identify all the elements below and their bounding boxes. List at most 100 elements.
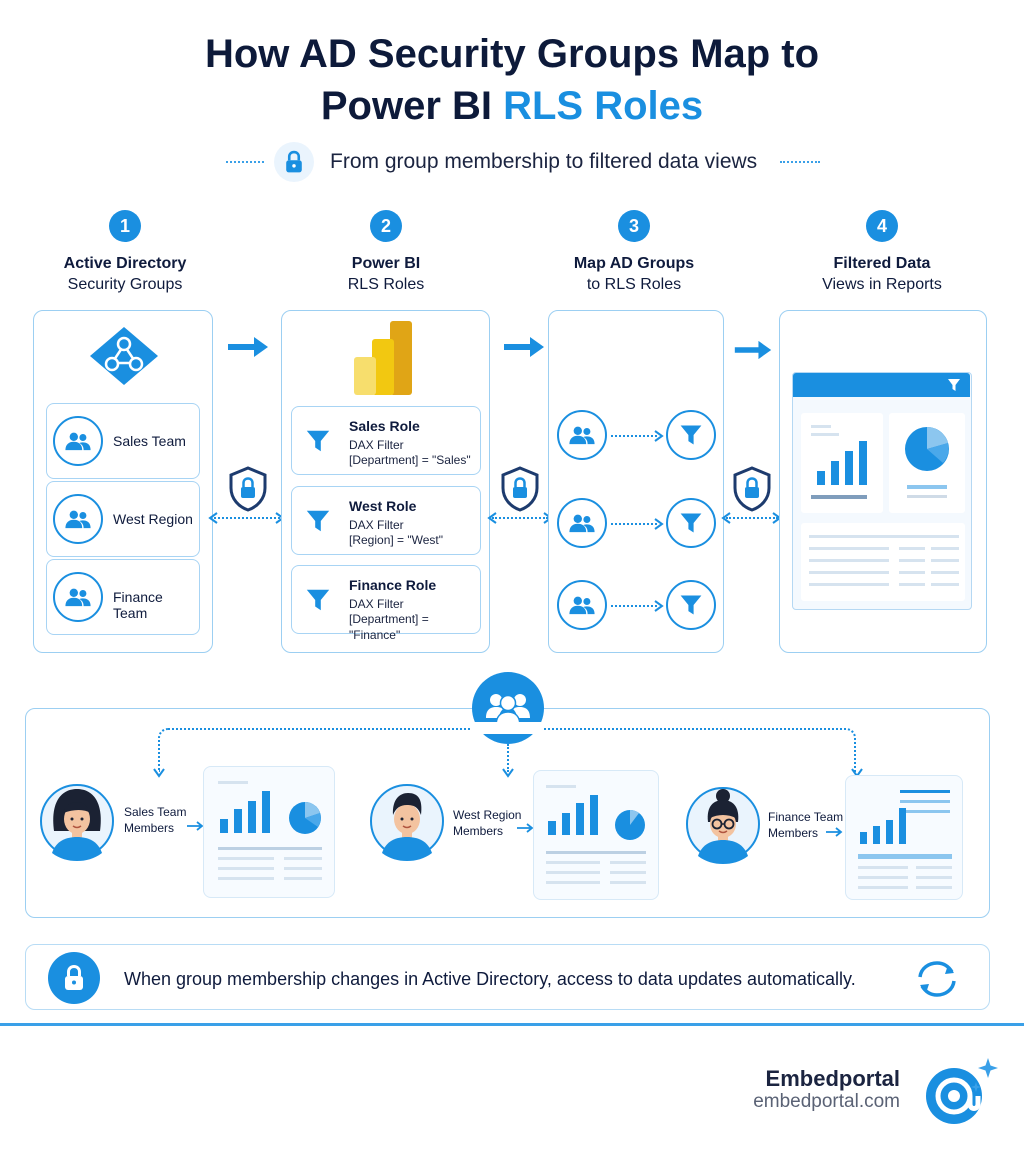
group-card-sales[interactable]: Sales Team	[46, 403, 200, 479]
map-connector	[611, 523, 657, 525]
title-prefix: Power BI	[320, 84, 504, 128]
filter-icon	[304, 586, 332, 614]
arrow-right-icon	[826, 827, 843, 837]
brand-name: Embedportal	[765, 1066, 900, 1091]
bar-chart-icon	[817, 441, 867, 485]
users-icon	[53, 416, 103, 466]
bar-chart-icon	[548, 795, 598, 835]
page-title-line1: How AD Security Groups Map to	[204, 32, 820, 76]
shield-lock-icon	[732, 466, 772, 512]
connector-2-3	[492, 517, 548, 519]
users-icon	[557, 410, 607, 460]
connector-3-4	[726, 517, 778, 519]
arrow-right-head	[654, 518, 664, 530]
role-filter-label: DAX Filter	[349, 438, 404, 452]
lock-icon	[274, 142, 314, 182]
report-thumb-sales	[203, 766, 335, 898]
role-name: Finance Role	[349, 577, 437, 593]
arrow-left-head	[721, 512, 731, 524]
step-badge-2: 2	[370, 210, 402, 242]
filter-icon	[666, 498, 716, 548]
arrow-right-icon	[187, 821, 204, 831]
role-card-finance[interactable]: Finance Role DAX Filter [Department] = "…	[291, 565, 481, 642]
users-icon	[53, 572, 103, 622]
role-name: Sales Role	[349, 418, 420, 434]
filtered-views-panel	[779, 310, 987, 653]
role-card-sales[interactable]: Sales Role DAX Filter [Department] = "Sa…	[291, 406, 481, 475]
group-card-west[interactable]: West Region	[46, 481, 200, 557]
ad-network-icon	[90, 327, 158, 385]
filter-icon	[304, 507, 332, 535]
lock-icon	[48, 952, 100, 1004]
group-card-finance[interactable]: Finance Team	[46, 559, 200, 635]
filter-icon	[948, 379, 960, 391]
step-badge-1: 1	[109, 210, 141, 242]
subtitle-dots-right	[780, 161, 820, 163]
role-expression: [Region] = "West"	[349, 533, 444, 547]
footer-divider	[0, 1023, 1024, 1026]
at-sign-logo-icon	[926, 1058, 998, 1124]
bar-chart-icon	[860, 808, 906, 844]
arrow-right-head	[654, 430, 664, 442]
report-bar-tile	[801, 413, 883, 513]
footer-note-bar: When group membership changes in Active …	[25, 944, 990, 1010]
step-badge-4: 4	[866, 210, 898, 242]
group-name: West Region	[113, 511, 193, 527]
arrow-right-icon	[226, 335, 270, 359]
role-name: West Role	[349, 498, 417, 514]
subtitle-row: From group membership to filtered data v…	[0, 142, 1024, 182]
report-mockup	[792, 372, 972, 610]
report-thumb-west	[533, 770, 659, 900]
subtitle-dots-left	[226, 161, 264, 163]
powerbi-logo-icon	[354, 321, 412, 395]
center-connector	[507, 744, 509, 772]
role-filter-label: DAX Filter	[349, 518, 404, 532]
footer-note: When group membership changes in Active …	[124, 969, 856, 989]
brand-url[interactable]: embedportal.com	[753, 1091, 900, 1112]
person-avatar-icon	[370, 784, 444, 861]
role-filter-label: DAX Filter	[349, 597, 404, 611]
filter-icon	[666, 410, 716, 460]
users-icon	[557, 580, 607, 630]
arrow-left-head	[208, 512, 218, 524]
pie-chart-icon	[289, 802, 321, 834]
users-icon	[53, 494, 103, 544]
page-title-line2: Power BI RLS Roles	[0, 80, 1024, 132]
filter-icon	[304, 427, 332, 455]
shield-lock-icon	[228, 466, 268, 512]
group-name: Finance Team	[113, 589, 163, 621]
arrow-right-head	[654, 600, 664, 612]
arrow-down-head	[502, 768, 514, 778]
person-avatar-icon	[686, 787, 760, 864]
subtitle: From group membership to filtered data v…	[330, 150, 758, 173]
bar-chart-icon	[220, 791, 270, 833]
role-card-west[interactable]: West Role DAX Filter [Region] = "West"	[291, 486, 481, 555]
connector-1-2	[214, 517, 280, 519]
role-expression: [Department] = "Finance"	[349, 612, 429, 642]
report-pie-tile	[889, 413, 965, 513]
users-icon	[557, 498, 607, 548]
map-connector	[611, 435, 657, 437]
shield-lock-icon	[500, 466, 540, 512]
arrow-right-icon	[502, 335, 546, 359]
filter-icon	[666, 580, 716, 630]
arrow-down-head	[153, 768, 165, 778]
step-badge-3: 3	[618, 210, 650, 242]
report-header-bar	[793, 373, 970, 397]
group-name: Sales Team	[113, 433, 186, 449]
role-expression: [Department] = "Sales"	[349, 453, 471, 467]
report-thumb-finance	[845, 775, 963, 900]
report-table-tile	[801, 523, 965, 601]
map-connector	[611, 605, 657, 607]
arrow-right-icon	[733, 339, 773, 361]
pie-chart-icon	[615, 810, 645, 840]
arrow-left-head	[487, 512, 497, 524]
title-highlight: RLS Roles	[503, 84, 704, 128]
